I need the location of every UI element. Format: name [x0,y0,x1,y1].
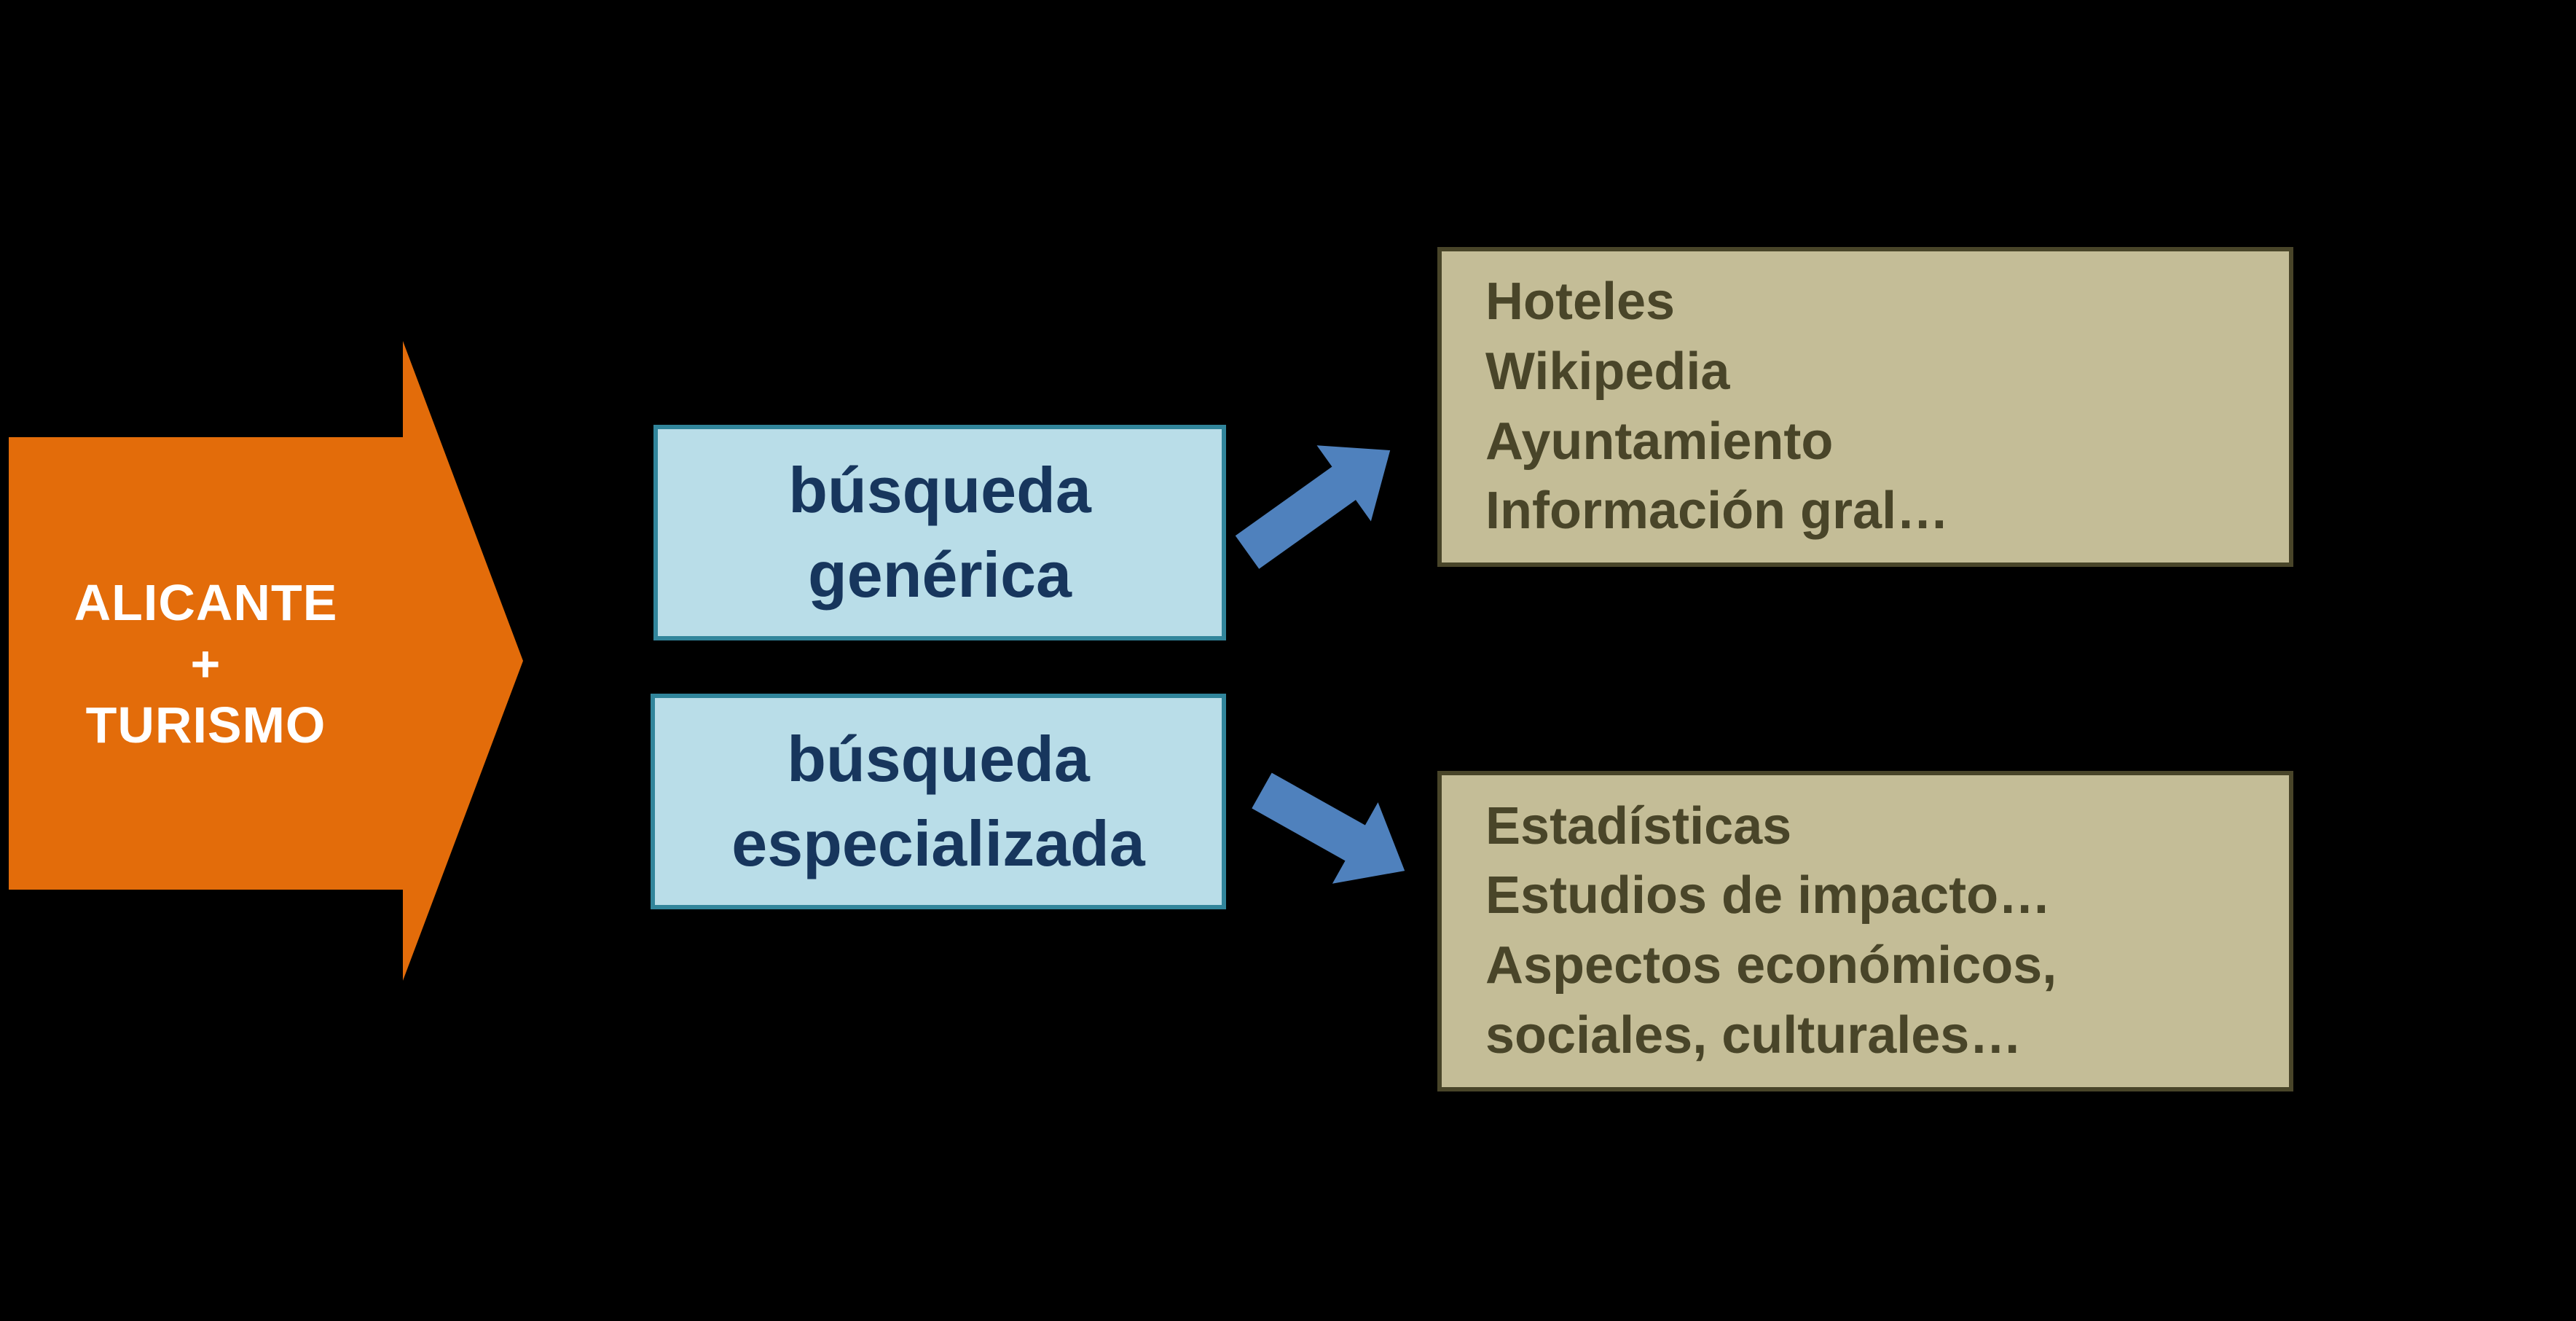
specialized-search-box: búsqueda especializada [651,694,1226,909]
generic-results-line-1: Hoteles [1485,273,1676,331]
generic-search-box: búsqueda genérica [653,425,1226,640]
specialized-search-line-2: especializada [731,807,1145,879]
connector-arrow-generic [1235,445,1391,569]
source-arrow-line-3: TURISMO [85,696,326,753]
specialized-results-line-2: Estudios de impacto… [1485,866,2051,925]
source-arrow-label: ALICANTE + TURISMO [9,437,403,890]
specialized-results-line-4: sociales, culturales… [1485,1006,2022,1065]
connector-arrow-specialized [1252,772,1405,884]
generic-results-box: Hoteles Wikipedia Ayuntamiento Informaci… [1437,247,2293,567]
source-arrow-line-1: ALICANTE [74,573,338,631]
generic-results-line-2: Wikipedia [1485,342,1730,401]
specialized-results-line-1: Estadísticas [1485,796,1792,855]
generic-search-line-1: búsqueda [788,453,1091,526]
generic-search-line-2: genérica [808,538,1072,611]
specialized-search-line-1: búsqueda [787,722,1090,795]
specialized-results-line-3: Aspectos económicos, [1485,936,2057,995]
generic-results-line-3: Ayuntamiento [1485,412,1834,471]
source-arrow-line-2: + [190,635,221,692]
source-arrow-shape [9,341,523,981]
generic-results-line-4: Información gral… [1485,482,1949,541]
specialized-results-box: Estadísticas Estudios de impacto… Aspect… [1437,771,2293,1091]
